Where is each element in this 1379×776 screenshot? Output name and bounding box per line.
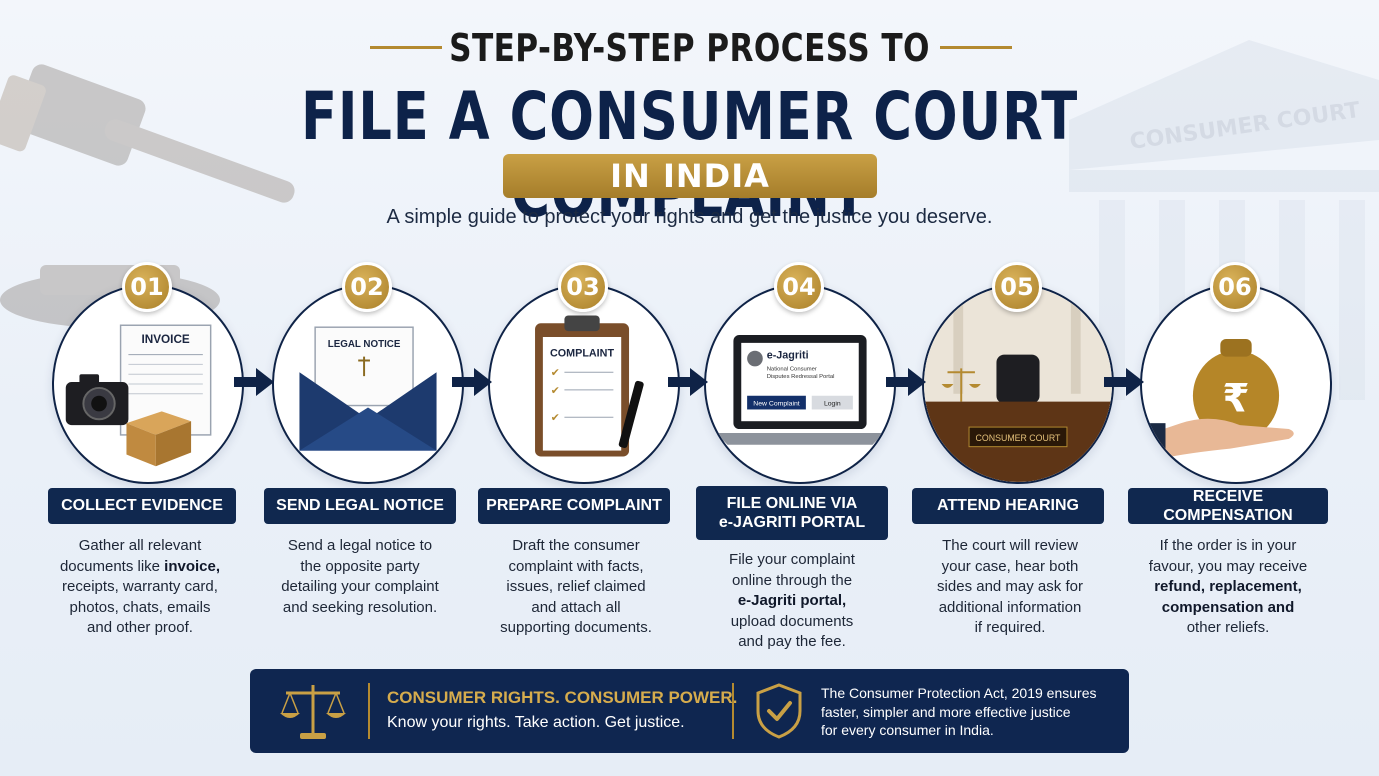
step-number: 06 bbox=[1210, 262, 1260, 312]
login-button: Login bbox=[824, 401, 841, 408]
emblem-icon bbox=[747, 350, 763, 367]
shield-check-icon bbox=[756, 683, 802, 739]
step-number: 02 bbox=[342, 262, 392, 312]
step-illustration: COMPLAINT ✔ ✔ ✔ bbox=[488, 284, 680, 484]
step-label: RECEIVE COMPENSATION bbox=[1128, 488, 1328, 524]
footer-heading: CONSUMER RIGHTS. CONSUMER POWER. bbox=[387, 688, 738, 707]
pen-icon bbox=[618, 380, 644, 449]
step-illustration: e-Jagriti National Consumer Disputes Red… bbox=[704, 284, 896, 484]
step-number: 01 bbox=[122, 262, 172, 312]
box-icon bbox=[126, 411, 192, 467]
header-rule-left bbox=[370, 46, 442, 49]
arrow-right-icon bbox=[452, 368, 492, 396]
invoice-title: INVOICE bbox=[141, 333, 189, 346]
new-complaint-button: New Complaint bbox=[753, 401, 800, 408]
portal-name: e-Jagriti bbox=[767, 350, 809, 362]
step-description: If the order is in your favour, you may … bbox=[1148, 537, 1308, 636]
step-illustration: LEGAL NOTICE bbox=[272, 284, 464, 484]
step-illustration: ₹ bbox=[1140, 284, 1332, 484]
arrow-right-icon bbox=[1104, 368, 1144, 396]
arrow-right-icon bbox=[886, 368, 926, 396]
money-bag-icon: ₹ bbox=[1192, 338, 1280, 441]
step-description: File your complaint online through the e… bbox=[729, 551, 855, 650]
step-number: 03 bbox=[558, 262, 608, 312]
svg-text:✔: ✔ bbox=[551, 412, 560, 424]
rupee-symbol: ₹ bbox=[1222, 376, 1249, 421]
step-label: FILE ONLINE VIA e-JAGRITI PORTAL bbox=[696, 486, 888, 540]
hand-icon bbox=[1142, 418, 1294, 463]
svg-text:National Consumer: National Consumer bbox=[767, 366, 817, 372]
step-number: 04 bbox=[774, 262, 824, 312]
scales-icon bbox=[280, 685, 346, 739]
step-illustration: INVOICE bbox=[52, 284, 244, 484]
envelope-icon: LEGAL NOTICE bbox=[299, 326, 437, 451]
svg-text:Disputes Redressal Portal: Disputes Redressal Portal bbox=[767, 374, 835, 380]
step-4: 04 e-Jagriti National Consumer Disputes … bbox=[682, 262, 902, 652]
arrow-right-icon bbox=[234, 368, 274, 396]
step-label: ATTEND HEARING bbox=[912, 488, 1104, 524]
subtitle: A simple guide to protect your rights an… bbox=[386, 206, 993, 228]
footer-divider bbox=[732, 683, 734, 739]
laptop-icon: e-Jagriti National Consumer Disputes Red… bbox=[715, 335, 885, 445]
step-2: 02 LEGAL NOTICE SEND LEGAL NOTICE Send a… bbox=[250, 262, 470, 652]
step-label: PREPARE COMPLAINT bbox=[478, 488, 670, 524]
step-description: Gather all relevant documents like invoi… bbox=[59, 537, 221, 636]
title-pill: IN INDIA bbox=[503, 154, 877, 198]
clipboard-icon: COMPLAINT ✔ ✔ ✔ bbox=[535, 315, 630, 457]
notice-title: LEGAL NOTICE bbox=[328, 339, 401, 350]
arrow-right-icon bbox=[668, 368, 708, 396]
scales-icon bbox=[941, 368, 981, 402]
step-description: The court will review your case, hear bo… bbox=[937, 537, 1083, 636]
complaint-title: COMPLAINT bbox=[550, 348, 614, 360]
svg-text:✔: ✔ bbox=[551, 385, 560, 397]
footer-tagline: Know your rights. Take action. Get justi… bbox=[387, 714, 685, 731]
footer-act-text: The Consumer Protection Act, 2019 ensure… bbox=[821, 685, 1097, 738]
header-rule-right bbox=[940, 46, 1012, 49]
step-number: 05 bbox=[992, 262, 1042, 312]
camera-icon bbox=[65, 374, 129, 426]
svg-text:✔: ✔ bbox=[551, 367, 560, 379]
footer-banner: CONSUMER RIGHTS. CONSUMER POWER. Know yo… bbox=[250, 669, 1129, 753]
step-3: 03 COMPLAINT ✔ ✔ ✔ PREPARE COMPLAINT Dra… bbox=[466, 262, 686, 652]
step-label: COLLECT EVIDENCE bbox=[48, 488, 236, 524]
step-description: Send a legal notice to the opposite part… bbox=[281, 537, 439, 616]
step-1: 01 INVOICE COLL bbox=[30, 262, 250, 652]
title-top: STEP-BY-STEP PROCESS TO bbox=[449, 26, 930, 70]
step-5: 05 CONSUMER COURT ATTEND HEARING The cou… bbox=[900, 262, 1120, 652]
step-description: Draft the consumer complaint with facts,… bbox=[500, 537, 652, 636]
step-6: 06 ₹ RECEIVE COMPENSATION If the order i… bbox=[1118, 262, 1338, 652]
court-sign: CONSUMER COURT bbox=[976, 433, 1062, 443]
footer-divider bbox=[368, 683, 370, 739]
step-label: SEND LEGAL NOTICE bbox=[264, 488, 456, 524]
chair-icon bbox=[996, 354, 1040, 404]
step-illustration: CONSUMER COURT bbox=[922, 284, 1114, 484]
